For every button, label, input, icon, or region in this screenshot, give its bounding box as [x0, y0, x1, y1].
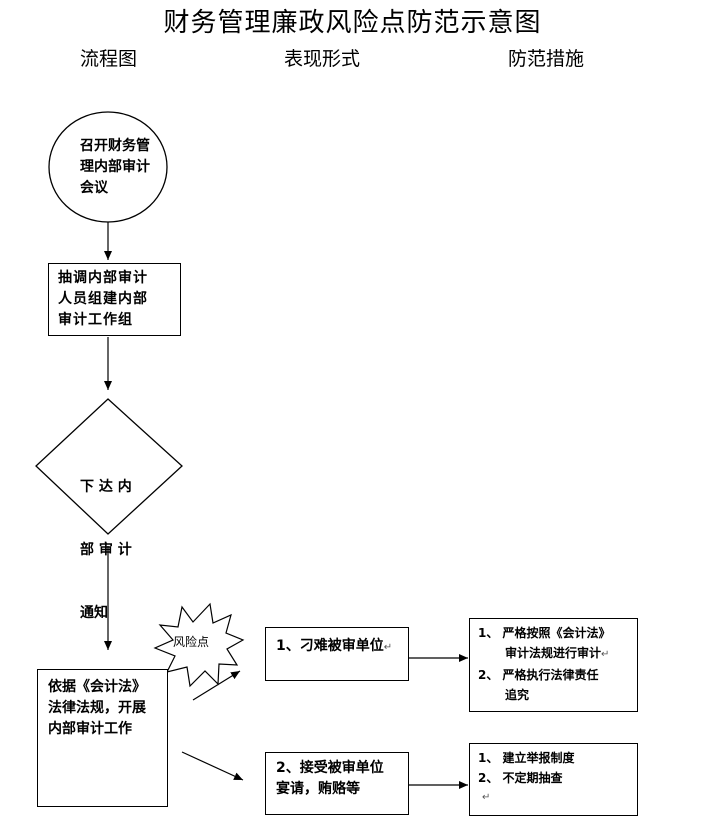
measure-1-line: 审计法规进行审计↵ [505, 646, 610, 660]
paragraph-mark: ↵ [601, 649, 610, 660]
page-title: 财务管理廉政风险点防范示意图 [163, 8, 542, 38]
step3-line: 部 审 计 [80, 542, 132, 558]
decision-diamond [35, 398, 183, 535]
form-2-line: 2、接受被审单位 [276, 760, 384, 776]
measure-1-line: 1、 严格按照《会计法》 [478, 626, 611, 640]
step4-line: 内部审计工作 [48, 721, 132, 737]
step2-line: 人员组建内部 [58, 291, 148, 307]
form-1-line: 1、刁难被审单位 [276, 638, 384, 654]
step2-line: 审计工作组 [58, 312, 133, 328]
form-box-2: 2、接受被审单位 宴请，贿赂等 [265, 752, 409, 815]
decision-diamond-text: 下 达 内 部 审 计 通知 [80, 435, 160, 645]
form-box-1: 1、刁难被审单位↵ [265, 627, 409, 681]
paragraph-mark: ↵ [383, 642, 393, 653]
paragraph-mark: ↵ [482, 792, 491, 803]
step4-line: 法律法规，开展 [48, 700, 146, 716]
arrow-to-form-2 [181, 751, 244, 781]
step2-box: 抽调内部审计 人员组建内部 审计工作组 [48, 263, 181, 336]
step3-line: 下 达 内 [80, 479, 132, 495]
measure-2-line: 1、 建立举报制度 [478, 751, 575, 765]
step2-line: 抽调内部审计 [58, 270, 148, 286]
arrow-to-form-1 [192, 670, 241, 701]
column-header-flowchart: 流程图 [80, 48, 138, 70]
measure-1-line: 2、 严格执行法律责任 [478, 668, 599, 682]
measure-2-line: 2、 不定期抽查 [478, 771, 563, 785]
measure-1-line: 追究 [505, 688, 530, 702]
form-2-line: 宴请，贿赂等 [276, 781, 360, 797]
step1-line: 召开财务管 [80, 138, 150, 154]
step3-line: 通知 [80, 605, 108, 621]
start-ellipse-text: 召开财务管 理内部审计 会议 [80, 136, 180, 199]
step1-line: 理内部审计 [80, 159, 150, 175]
column-header-measures: 防范措施 [508, 48, 585, 70]
step4-box: 依据《会计法》 法律法规，开展 内部审计工作 [37, 669, 168, 807]
step4-line: 依据《会计法》 [48, 679, 146, 695]
measure-box-1: 1、 严格按照《会计法》 审计法规进行审计↵ 2、 严格执行法律责任 追究 [469, 618, 638, 712]
risk-point-label: 风险点 [173, 635, 210, 649]
step1-line: 会议 [80, 180, 108, 196]
measure-box-2: 1、 建立举报制度 2、 不定期抽查 ↵ [469, 743, 638, 816]
column-header-forms: 表现形式 [284, 48, 361, 70]
